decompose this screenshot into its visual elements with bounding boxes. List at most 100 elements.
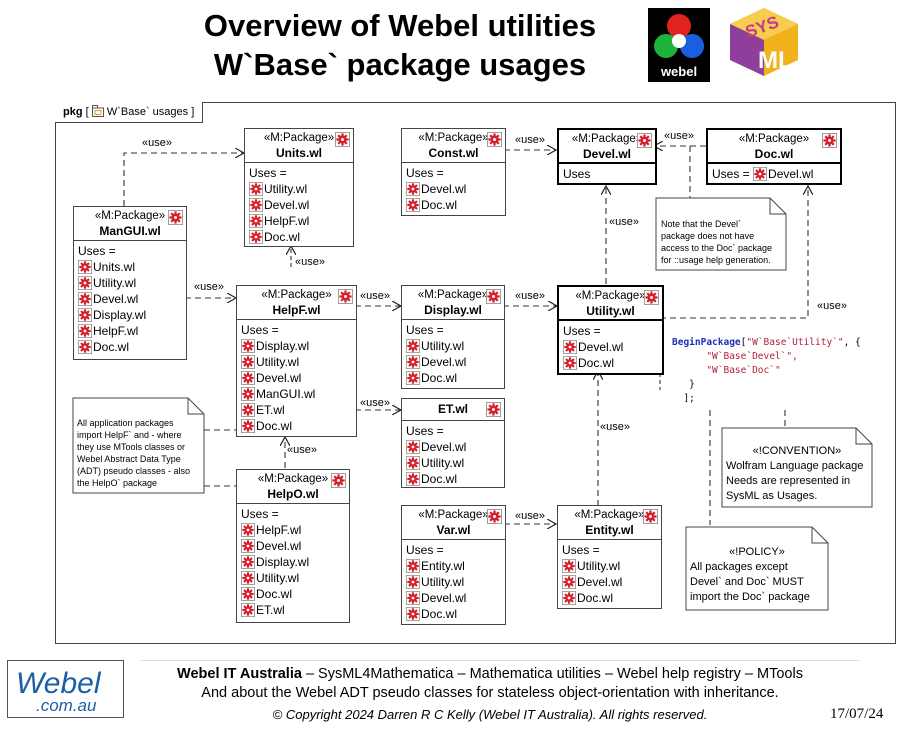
uses-label: Uses =: [563, 324, 601, 338]
gear-icon: [241, 339, 255, 353]
package-header: «M:Package» Display.wl: [402, 286, 504, 320]
uses-label: Uses =: [249, 166, 287, 180]
package-devel[interactable]: «M:Package» Devel.wl Uses: [557, 128, 657, 185]
package-uses: Uses = Utility.wl Devel.wl HelpF.wl Doc.…: [245, 163, 353, 247]
used-package: Doc.wl: [406, 471, 500, 487]
gear-icon: [562, 559, 576, 573]
uses-label: Uses =: [78, 244, 116, 258]
package-doc[interactable]: «M:Package» Doc.wl Uses = Devel.wl: [706, 128, 842, 185]
package-entity[interactable]: «M:Package» Entity.wl Uses = Utility.wl …: [557, 505, 662, 609]
use-label-helpo-helpf: «use»: [287, 444, 317, 456]
package-et[interactable]: ET.wl Uses = Devel.wl Utility.wl Doc.wl: [401, 398, 505, 488]
used-package: Devel.wl: [406, 590, 501, 606]
package-uses: Uses = Entity.wl Utility.wl Devel.wl Doc…: [402, 540, 505, 624]
begin-package-code: BeginPackage["W`Base`Utility`", { "W`Bas…: [672, 337, 861, 404]
gear-icon: [562, 575, 576, 589]
package-utility[interactable]: «M:Package» Utility.wl Uses = Devel.wl D…: [557, 285, 664, 375]
package-stereotype: «M:Package»: [261, 289, 332, 301]
used-package: ET.wl: [241, 402, 352, 418]
package-name: Var.wl: [436, 523, 471, 537]
uses-label: Uses =: [712, 167, 750, 181]
package-header: «M:Package» Units.wl: [245, 129, 353, 163]
package-name: HelpF.wl: [272, 303, 321, 317]
gear-icon: [406, 607, 420, 621]
package-name: ET.wl: [437, 402, 468, 416]
used-package: Entity.wl: [406, 558, 501, 574]
gear-icon: [406, 355, 420, 369]
used-package: Devel.wl: [241, 538, 345, 554]
package-stereotype: «M:Package»: [257, 473, 329, 485]
package-name: Display.wl: [424, 303, 482, 317]
use-label-display-utility: «use»: [515, 290, 545, 302]
package-diagram-frame: [55, 102, 896, 644]
frame-name: W`Base` usages: [106, 106, 189, 118]
date: 17/07/24: [830, 706, 884, 722]
used-package: HelpF.wl: [78, 323, 182, 339]
package-var[interactable]: «M:Package» Var.wl Uses = Entity.wl Util…: [401, 505, 506, 625]
gear-icon: [563, 356, 577, 370]
gear-icon: [78, 308, 92, 322]
title-line-2: W`Base` package usages: [213, 47, 587, 82]
used-package: HelpF.wl: [241, 522, 345, 538]
policy-note: «!POLICY» All packages except Devel` and…: [690, 545, 824, 605]
gear-icon: [406, 440, 420, 454]
gear-icon: [78, 324, 92, 338]
convention-note: «!CONVENTION» Wolfram Language package N…: [726, 444, 868, 504]
uses-label: Uses =: [241, 323, 279, 337]
package-name: ManGUI.wl: [99, 224, 161, 238]
package-header: «M:Package» Devel.wl: [559, 130, 655, 164]
gear-icon: [241, 371, 255, 385]
package-display[interactable]: «M:Package» Display.wl Uses = Utility.wl…: [401, 285, 505, 389]
uses-label: Uses =: [406, 166, 444, 180]
helpf-note: All application packages import HelpF` a…: [77, 418, 191, 488]
package-name: HelpO.wl: [267, 487, 319, 501]
package-stereotype: «M:Package»: [94, 210, 166, 222]
package-header: «M:Package» Entity.wl: [558, 506, 661, 540]
used-package: Units.wl: [78, 259, 182, 275]
package-helpo[interactable]: «M:Package» HelpO.wl Uses = HelpF.wl Dev…: [236, 469, 350, 623]
package-uses: Uses = Devel.wl Utility.wl Doc.wl: [402, 421, 504, 489]
package-stereotype: «M:Package»: [574, 509, 645, 521]
package-helpf[interactable]: «M:Package» HelpF.wl Uses = Display.wl U…: [236, 285, 357, 437]
gear-icon: [241, 387, 255, 401]
package-header: «M:Package» ManGUI.wl: [74, 207, 186, 241]
used-package: HelpF.wl: [249, 213, 349, 229]
used-package: Devel.wl: [768, 167, 814, 181]
package-header: «M:Package» Const.wl: [402, 129, 505, 163]
gear-icon: [406, 339, 420, 353]
uses-label: Uses =: [562, 543, 600, 557]
gear-icon: [249, 182, 263, 196]
svg-text:ML: ML: [758, 47, 793, 74]
package-mangui[interactable]: «M:Package» ManGUI.wl Uses = Units.wl Ut…: [73, 206, 187, 360]
gear-icon: [78, 260, 92, 274]
gear-icon: [406, 182, 420, 196]
gear-icon: [406, 198, 420, 212]
gear-icon: [249, 230, 263, 244]
used-package: Devel.wl: [406, 439, 500, 455]
package-stereotype: «M:Package»: [575, 290, 646, 302]
gear-icon: [331, 473, 346, 488]
gear-icon: [241, 587, 255, 601]
gear-icon: [637, 133, 652, 148]
package-units[interactable]: «M:Package» Units.wl Uses = Utility.wl D…: [244, 128, 354, 247]
used-package: Doc.wl: [249, 229, 349, 245]
gear-icon: [168, 210, 183, 225]
gear-icon: [562, 591, 576, 605]
gear-icon: [486, 402, 501, 417]
used-package: Display.wl: [241, 554, 345, 570]
gear-icon: [241, 523, 255, 537]
package-const[interactable]: «M:Package» Const.wl Uses = Devel.wl Doc…: [401, 128, 506, 216]
package-header: «M:Package» HelpO.wl: [237, 470, 349, 504]
gear-icon: [822, 133, 837, 148]
devel-note: Note that the Devel` package does not ha…: [661, 219, 773, 265]
frame-bracket-close: ]: [191, 106, 195, 118]
used-package: Doc.wl: [406, 606, 501, 622]
package-uses: Uses = Display.wl Utility.wl Devel.wl Ma…: [237, 320, 356, 436]
gear-icon: [406, 456, 420, 470]
package-name: Doc.wl: [754, 147, 794, 161]
svg-text:.com.au: .com.au: [36, 696, 97, 715]
copyright: © Copyright 2024 Darren R C Kelly (Webel…: [272, 707, 708, 722]
used-package: Devel.wl: [406, 354, 500, 370]
used-package: Utility.wl: [406, 455, 500, 471]
policy-title: «!POLICY»: [729, 546, 785, 558]
